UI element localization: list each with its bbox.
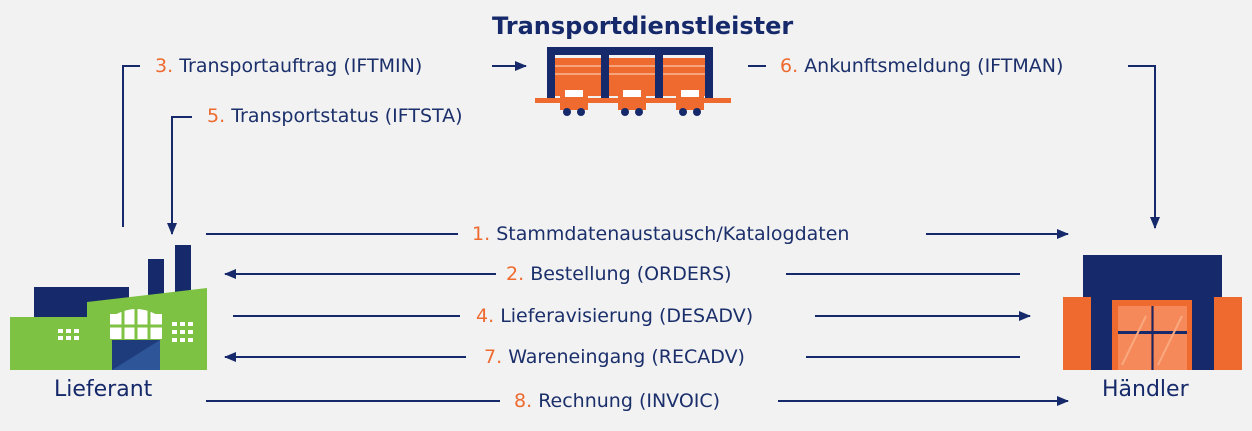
retailer-title: Händler	[1102, 377, 1189, 402]
arrow-transportauftrag	[122, 65, 140, 227]
message-text: Transportstatus (IFTSTA)	[231, 105, 463, 127]
store-icon	[1063, 255, 1242, 370]
message-text: Wareneingang (RECADV)	[508, 346, 745, 368]
message-label-4: 4. Lieferavisierung (DESADV)	[476, 304, 753, 328]
message-text: Ankunftsmeldung (IFTMAN)	[804, 55, 1064, 77]
message-number: 2.	[506, 263, 525, 285]
message-number: 8.	[514, 390, 533, 412]
warehouse-with-trucks-icon	[535, 47, 731, 116]
message-text: Rechnung (INVOIC)	[538, 390, 721, 412]
supplier-title: Lieferant	[54, 377, 153, 402]
message-label-3: 3. Transportauftrag (IFTMIN)	[155, 54, 422, 78]
carrier-title: Transportdienstleister	[492, 12, 794, 40]
message-label-5: 5. Transportstatus (IFTSTA)	[207, 104, 463, 128]
message-text: Transportauftrag (IFTMIN)	[179, 55, 423, 77]
arrow-ankunftsmeldung	[1128, 65, 1160, 229]
message-label-8: 8. Rechnung (INVOIC)	[514, 389, 720, 413]
factory-icon	[10, 245, 207, 370]
message-label-7: 7. Wareneingang (RECADV)	[484, 345, 745, 369]
message-number: 6.	[780, 55, 799, 77]
message-label-1: 1. Stammdatenaustausch/Katalogdaten	[472, 222, 849, 246]
message-text: Lieferavisierung (DESADV)	[500, 305, 754, 327]
message-text: Bestellung (ORDERS)	[530, 263, 732, 285]
message-label-2: 2. Bestellung (ORDERS)	[506, 262, 732, 286]
message-text: Stammdatenaustausch/Katalogdaten	[496, 223, 850, 245]
message-number: 1.	[472, 223, 491, 245]
message-number: 4.	[476, 305, 495, 327]
message-label-6: 6. Ankunftsmeldung (IFTMAN)	[780, 54, 1063, 78]
message-number: 5.	[207, 105, 226, 127]
message-number: 3.	[155, 55, 174, 77]
arrow-transportstatus	[167, 116, 192, 235]
message-number: 7.	[484, 346, 503, 368]
